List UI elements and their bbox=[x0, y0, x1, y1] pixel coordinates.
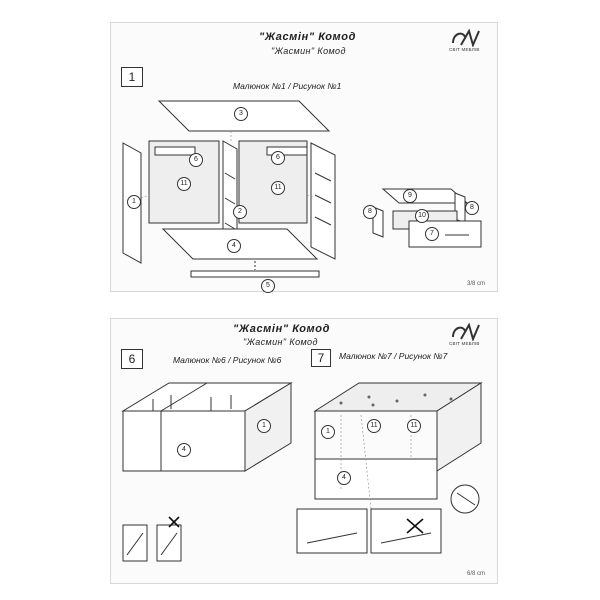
instruction-page-1: "Жасмін" Комод "Жасмин" Комод СВІТ МЕБЛІ… bbox=[110, 22, 498, 293]
page-number: 3/8 cm bbox=[467, 281, 486, 287]
part-callout: 10 bbox=[415, 209, 429, 223]
part-callout: 9 bbox=[403, 189, 417, 203]
step-number-badge: 1 bbox=[121, 67, 143, 87]
part-callout: 4 bbox=[227, 239, 241, 253]
part-callout: 4 bbox=[177, 443, 191, 457]
part-callout: 1 bbox=[257, 419, 271, 433]
step-6-caption: Малюнок №6 / Рисунок №6 bbox=[173, 355, 282, 365]
part-callout: 6 bbox=[189, 153, 203, 167]
part-callout: 11 bbox=[271, 181, 285, 195]
part-callout: 5 bbox=[261, 279, 275, 293]
page-title: "Жасмін" Комод bbox=[233, 323, 331, 335]
part-callout: 11 bbox=[177, 177, 191, 191]
part-callout: 6 bbox=[271, 151, 285, 165]
assembly-diagram-step-1 bbox=[122, 100, 482, 278]
part-callout: 1 bbox=[321, 425, 335, 439]
part-callout: 11 bbox=[367, 419, 381, 433]
figure-caption: Малюнок №1 / Рисунок №1 bbox=[233, 81, 342, 91]
step-7-caption: Малюнок №7 / Рисунок №7 bbox=[339, 351, 448, 361]
brand-logo: СВІТ МЕБЛІВ bbox=[449, 323, 483, 349]
logo-text: СВІТ МЕБЛІВ bbox=[449, 341, 480, 346]
part-callout: 11 bbox=[407, 419, 421, 433]
logo-mark-icon bbox=[452, 29, 480, 47]
part-callout: 7 bbox=[425, 227, 439, 241]
step-6-badge: 6 bbox=[121, 349, 143, 369]
part-callout: 8 bbox=[363, 205, 377, 219]
page-title: "Жасмін" Комод bbox=[259, 31, 357, 43]
page-subtitle: "Жасмин" Комод bbox=[243, 337, 318, 347]
part-callout: 8 bbox=[465, 201, 479, 215]
part-callout: 2 bbox=[233, 205, 247, 219]
brand-logo: СВІТ МЕБЛІВ bbox=[449, 29, 483, 55]
logo-mark-icon bbox=[452, 323, 480, 341]
step-7-badge: 7 bbox=[311, 349, 331, 367]
page-number: 6/8 cm bbox=[467, 571, 486, 577]
page-subtitle: "Жасмин" Комод bbox=[271, 46, 346, 56]
part-callout: 3 bbox=[234, 107, 248, 121]
instruction-page-2: "Жасмін" Комод "Жасмин" Комод СВІТ МЕБЛІ… bbox=[110, 318, 498, 584]
logo-text: СВІТ МЕБЛІВ bbox=[449, 47, 480, 52]
part-callout: 1 bbox=[127, 195, 141, 209]
part-callout: 4 bbox=[337, 471, 351, 485]
